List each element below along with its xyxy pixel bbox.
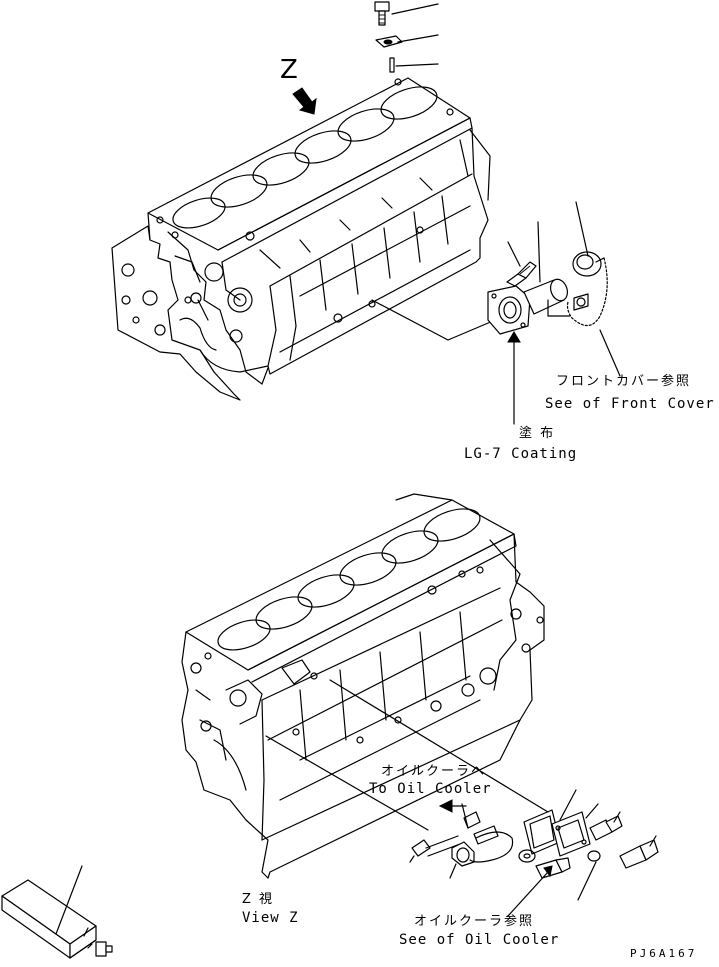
leader-connector xyxy=(461,803,469,829)
leader-washer xyxy=(577,861,597,901)
cover-bolt-1 xyxy=(589,815,623,841)
leader-sender xyxy=(449,863,457,879)
view-z-label-ja: Z 視 xyxy=(242,892,275,907)
leader-flange-bolt xyxy=(507,241,521,267)
view-z-arrow xyxy=(292,87,317,115)
oil-cooler-ref-arrowhead xyxy=(543,865,553,878)
leader-block-to-pipe xyxy=(265,735,429,831)
leader-front-cover xyxy=(599,329,621,377)
coating-label-en: LG-7 Coating xyxy=(464,446,578,462)
top-bolt xyxy=(374,1,390,26)
pipe-tube xyxy=(411,839,431,857)
oil-cover-plate xyxy=(551,811,591,857)
front-cover-label-ja: フロントカバー参照 xyxy=(556,374,692,389)
top-washer xyxy=(389,57,395,73)
leader-bolt-1 xyxy=(613,811,621,823)
coating-label-ja: 塗 布 xyxy=(519,426,556,441)
leader-top-bolt xyxy=(391,3,439,15)
to-oil-cooler-label-ja: オイルクーラへ xyxy=(381,764,487,779)
bottom-engine-block xyxy=(181,493,545,879)
to-oil-cooler-arrowhead xyxy=(438,799,453,813)
front-cover-label-en: See of Front Cover xyxy=(545,396,715,412)
top-plug xyxy=(375,35,403,48)
flange-bolt xyxy=(506,261,537,287)
drawing-code: PJ6A167 xyxy=(630,947,698,960)
leader-top-plug xyxy=(397,34,439,43)
oil-washer xyxy=(518,849,536,863)
bracket-bolt xyxy=(535,857,571,879)
leader-pipe xyxy=(409,855,415,863)
leader-top-washer xyxy=(395,63,439,67)
leader-sleeve-lower xyxy=(547,299,571,317)
oil-cooler-ref-label-ja: オイルクーラ参照 xyxy=(414,914,535,929)
chain-cap xyxy=(566,257,608,327)
leader-oil-cooler-ref xyxy=(507,871,549,917)
view-z-part xyxy=(1,879,113,959)
coating-arrowhead xyxy=(507,331,521,343)
leader-view-z xyxy=(55,865,83,935)
cover-bolt-2 xyxy=(619,839,659,869)
leader-block-to-cover xyxy=(329,679,549,813)
oil-connector xyxy=(463,811,514,863)
top-engine-block xyxy=(111,77,491,401)
view-z-label-en: View Z xyxy=(242,910,299,926)
leader-cover xyxy=(585,803,599,819)
bracket-washer xyxy=(587,850,601,862)
leader-gasket xyxy=(559,789,577,821)
leader-plug-cap xyxy=(575,201,589,257)
plug-cap xyxy=(572,251,605,277)
sleeve-pipe xyxy=(523,278,569,315)
to-oil-cooler-label-en: To Oil Cooler xyxy=(369,781,492,797)
water-flange xyxy=(487,285,531,335)
leader-sleeve xyxy=(537,221,541,283)
leader-block-to-flange xyxy=(371,299,501,341)
view-arrow-label: Z xyxy=(280,55,298,85)
leader-bolt-2 xyxy=(649,835,657,847)
oil-cooler-ref-label-en: See of Oil Cooler xyxy=(399,932,560,948)
